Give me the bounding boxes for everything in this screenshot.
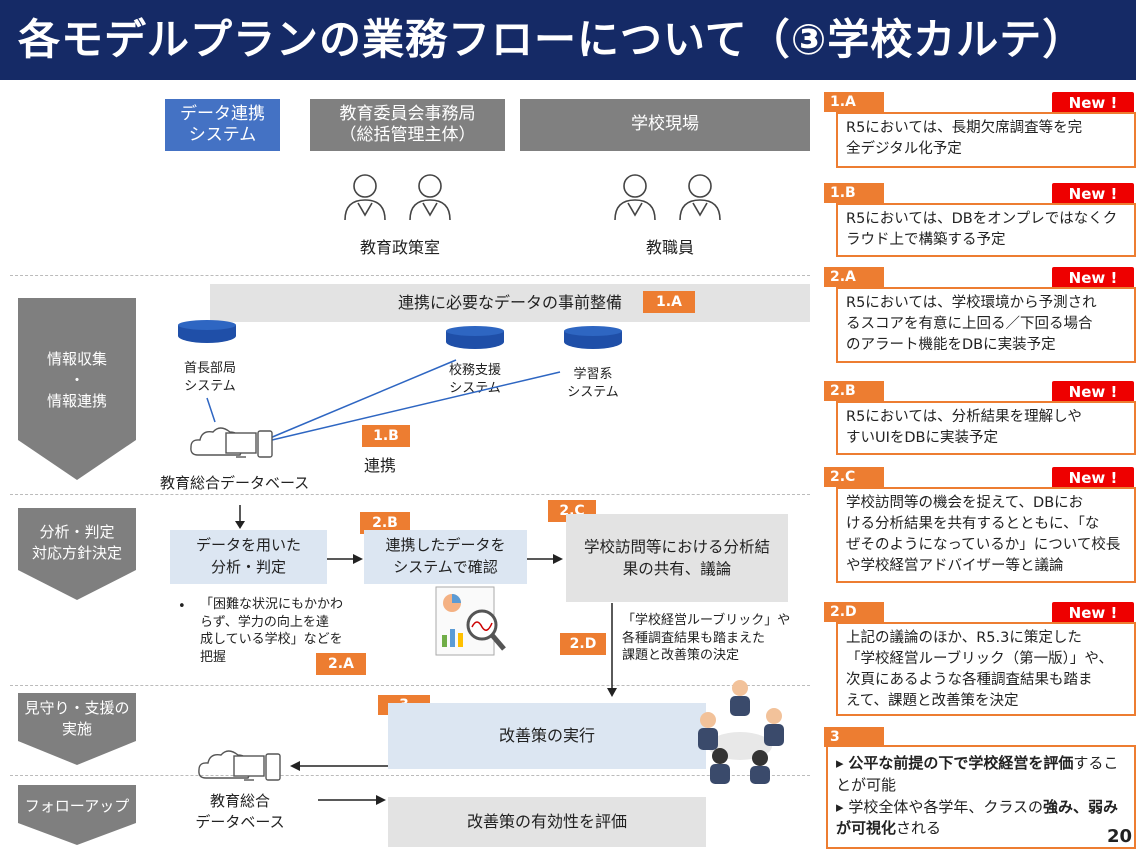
new-badge: New ! [1052, 92, 1134, 114]
box-evaluate: 改善策の有効性を評価 [388, 797, 706, 847]
label-integrated-db-2: 教育総合 データベース [195, 792, 285, 831]
separator [10, 494, 810, 495]
note-label: 1.A [824, 92, 884, 112]
new-badge: New ! [1052, 381, 1134, 403]
database-icon [564, 326, 622, 352]
separator [10, 775, 810, 776]
tag-2a: 2.A [316, 653, 366, 675]
phase-support: 見守り・支援の 実施 [24, 699, 130, 738]
box-share: 学校訪問等における分析結 果の共有、議論 [566, 514, 788, 602]
label-db-school-support: 校務支援 システム [448, 363, 501, 396]
tag-1a: 1.A [643, 291, 695, 313]
phase-arrow-collect-shape [18, 298, 136, 480]
page-number: 20 [1106, 826, 1132, 847]
person-icons-board [344, 174, 451, 221]
note-3-box: ▸ 公平な前提の下で学校経営を評価することが可能 ▸ 学校全体や各学年、クラスの… [826, 745, 1136, 849]
note-text: R5においては、分析結果を理解しや すいUIをDBに実装予定 [836, 401, 1136, 455]
bullet-dot: • [178, 599, 186, 614]
person-icons-school [614, 174, 721, 221]
page-title: 各モデルプランの業務フローについて（③学校カルテ） [0, 0, 1136, 80]
note-3-item-1: ▸ 公平な前提の下で学校経営を評価することが可能 [836, 754, 1119, 794]
separator [10, 685, 810, 686]
cloud-devices-icon [198, 750, 281, 781]
note-text: R5においては、長期欠席調査等を完 全デジタル化予定 [836, 112, 1136, 168]
phase-arrow-followup-shape [18, 785, 136, 845]
header-school: 学校現場 [520, 99, 810, 151]
note-text: 学校訪問等の機会を捉えて、DBにお ける分析結果を共有するとともに、「な ぜその… [836, 487, 1136, 583]
new-badge: New ! [1052, 467, 1134, 489]
separator [10, 275, 810, 276]
prep-bar: 連携に必要なデータの事前整備 [210, 284, 810, 322]
label-staff: 教職員 [645, 238, 694, 257]
header-data-system: データ連携 システム [165, 99, 280, 151]
database-icon [178, 320, 236, 346]
report-chart-icon [435, 586, 506, 656]
decision-text: 「学校経営ルーブリック」や 各種調査結果も踏まえた 課題と改善策の決定 [622, 613, 791, 664]
new-badge: New ! [1052, 183, 1134, 205]
note-label: 2.D [824, 602, 884, 622]
note-3-item-2: ▸ 学校全体や各学年、クラスの強み、弱みが可視化される [836, 797, 1119, 838]
phase-collect: 情報収集 ・ 情報連携 [46, 349, 107, 410]
new-badge: New ! [1052, 267, 1134, 289]
note-label: 2.B [824, 381, 884, 401]
box-execute: 改善策の実行 [388, 703, 706, 769]
phase-arrow-analyze-shape [18, 508, 136, 600]
label-db-mayor: 首長部局 システム [183, 361, 236, 394]
database-icon [446, 326, 504, 352]
tag-2d: 2.D [560, 633, 606, 655]
tag-2b: 2.B [360, 512, 410, 534]
tag-1b: 1.B [362, 425, 410, 447]
phase-followup: フォローアップ [24, 796, 130, 815]
new-badge: New ! [1052, 602, 1134, 624]
box-confirm: 連携したデータを システムで確認 [364, 530, 527, 584]
note-text: 上記の議論のほか、R5.3に策定した 「学校経営ルーブリック（第一版）」や、 次… [836, 622, 1136, 716]
note-label: 2.A [824, 267, 884, 287]
note-text: R5においては、学校環境から予測され るスコアを有意に上回る／下回る場合 のアラ… [836, 287, 1136, 363]
prep-label: 連携に必要なデータの事前整備 [397, 293, 622, 313]
bullet-text: 「困難な状況にもかかわ らず、学力の向上を達 成している学校」などを 把握 [200, 597, 344, 665]
label-policy-office: 教育政策室 [359, 238, 440, 257]
note-label: 1.B [824, 183, 884, 203]
cloud-devices-icon [190, 427, 273, 458]
label-link: 連携 [364, 456, 397, 475]
phase-analyze: 分析・判定 対応方針決定 [31, 523, 122, 562]
note-label: 2.C [824, 467, 884, 487]
note-3-label: 3 [824, 727, 884, 747]
note-text: R5においては、DBをオンプレではなくク ラウド上で構築する予定 [836, 203, 1136, 257]
header-board: 教育委員会事務局 （総括管理主体） [310, 99, 505, 151]
label-integrated-db: 教育総合データベース [160, 474, 310, 492]
label-db-learning: 学習系 システム [567, 367, 619, 400]
phase-arrow-support-shape [18, 693, 136, 765]
box-analysis: データを用いた 分析・判定 [170, 530, 327, 584]
meeting-illustration [698, 680, 784, 784]
